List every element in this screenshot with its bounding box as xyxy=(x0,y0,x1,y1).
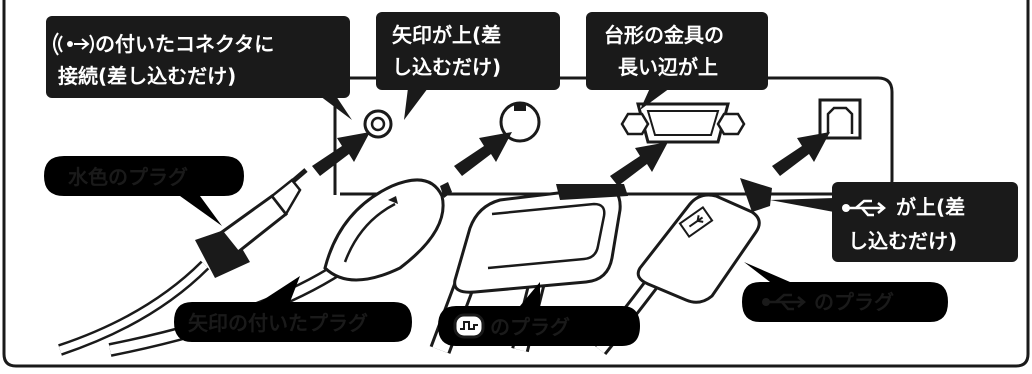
callout-audio-connector: の付いたコネクタに 接続(差し込むだけ) xyxy=(46,16,352,120)
callout-trapezoid-line-2: 長い辺が上 xyxy=(618,55,718,79)
monitor-plug-icon xyxy=(453,313,485,339)
callout-arrow-line-1: 矢印が上(差 xyxy=(392,23,501,47)
callout-usb-line-1: が上(差 xyxy=(896,195,965,219)
label-monitor-plug: のプラグ xyxy=(490,315,570,339)
arrow-icon xyxy=(772,132,830,176)
ps2-port xyxy=(499,101,541,143)
audio-cable xyxy=(58,168,308,356)
callout-audio-line-1: の付いたコネクタに xyxy=(95,32,274,56)
callout-light-blue-plug: 水色のプラグ xyxy=(44,156,244,226)
callout-trapezoid-up: 台形の金具の 長い辺が上 xyxy=(586,12,768,110)
callout-arrow-up: 矢印が上(差 し込むだけ) xyxy=(376,12,560,120)
audio-port xyxy=(363,109,393,139)
arrow-icon xyxy=(312,132,370,176)
label-usb-plug: のプラグ xyxy=(814,290,894,314)
usb-trident-icon xyxy=(842,199,886,217)
usb-trident-icon xyxy=(678,206,714,238)
audio-jack-icon xyxy=(53,32,94,56)
monitor-port xyxy=(620,102,746,144)
label-light-blue-plug: 水色のプラグ xyxy=(68,165,188,189)
callout-arrow-plug: 矢印の付いたプラグ xyxy=(174,276,412,342)
callout-usb-line-2: し込むだけ) xyxy=(848,229,957,253)
callout-usb-plug: のプラグ xyxy=(742,262,948,322)
callout-arrow-line-2: し込むだけ) xyxy=(392,55,501,79)
callout-audio-line-2: 接続(差し込むだけ) xyxy=(58,64,236,88)
callout-usb-up: が上(差 し込むだけ) xyxy=(770,182,1018,262)
arrow-icon xyxy=(454,132,512,176)
insertion-arrows xyxy=(312,132,830,186)
usb-trident-icon xyxy=(762,293,806,311)
callout-monitor-plug: のプラグ xyxy=(438,282,640,346)
arrow-icon xyxy=(610,142,668,186)
usb-port xyxy=(818,98,862,140)
callout-trapezoid-line-1: 台形の金具の xyxy=(604,23,724,47)
label-arrow-plug: 矢印の付いたプラグ xyxy=(188,311,368,335)
